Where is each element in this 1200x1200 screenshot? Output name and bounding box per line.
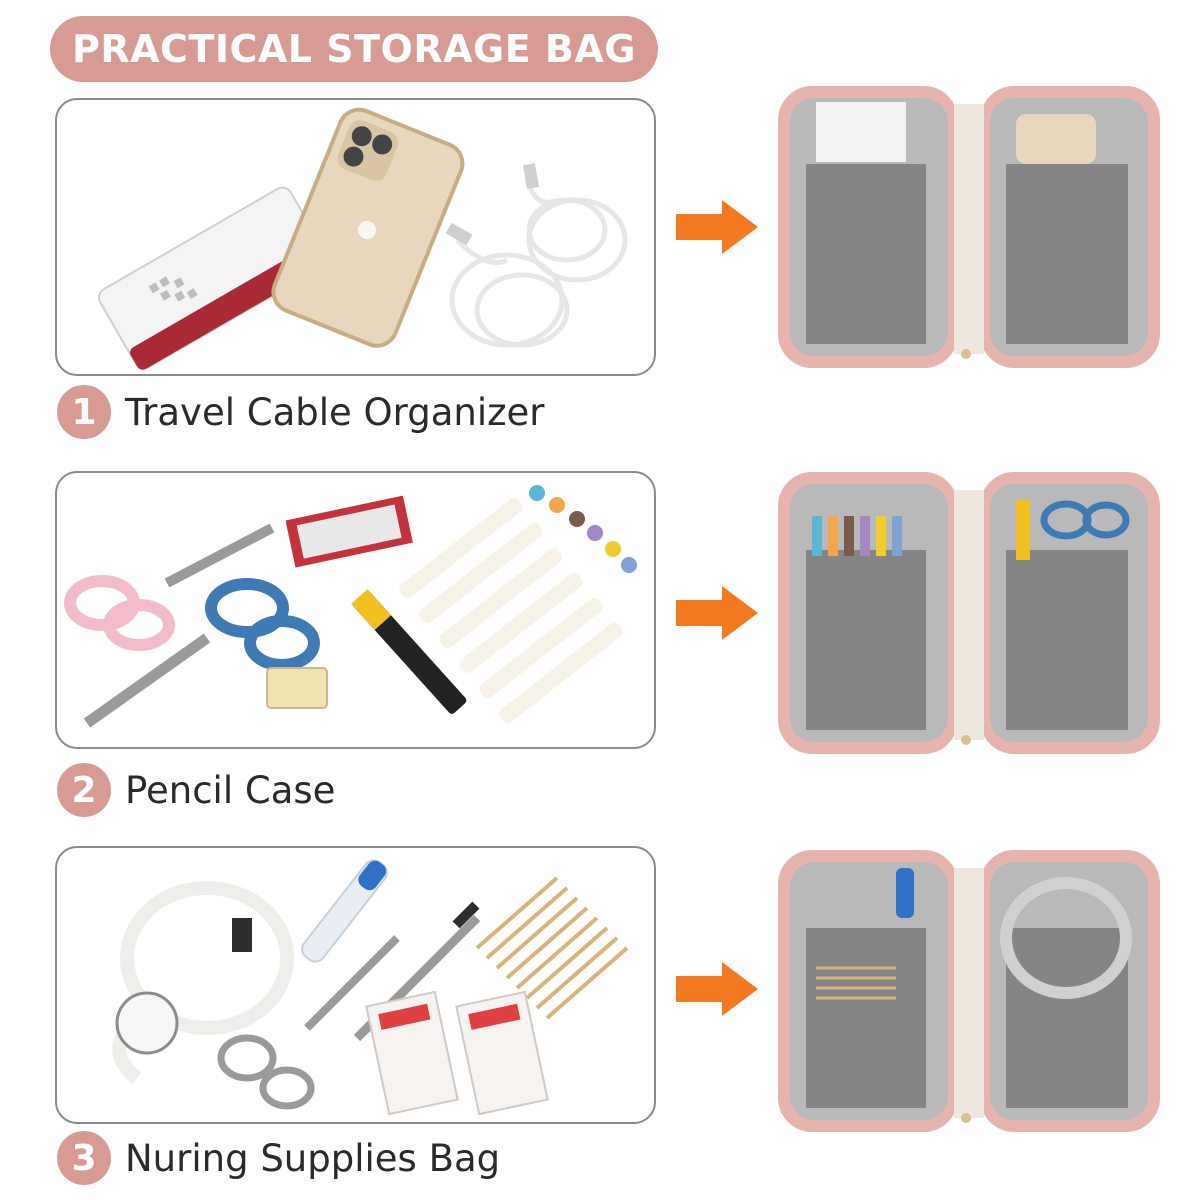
staples-box-image	[285, 495, 413, 568]
section-1-label: 1 Travel Cable Organizer	[57, 384, 545, 440]
stationery-items-illustration	[64, 485, 637, 728]
banner-title: PRACTICAL STORAGE BAG	[72, 27, 636, 71]
surgical-scissors-image	[217, 935, 400, 1110]
arrow-right-icon	[676, 200, 758, 254]
nursing-supplies-bag-image	[778, 850, 1160, 1132]
cable-image	[449, 179, 628, 348]
section-3-label: 3 Nuring Supplies Bag	[57, 1130, 500, 1186]
cable-organizer-bag-image	[778, 86, 1160, 368]
highlighters-image	[399, 485, 637, 723]
section-title: Travel Cable Organizer	[125, 390, 545, 434]
section-number-badge: 3	[57, 1131, 111, 1185]
utility-knife-image	[351, 589, 467, 714]
blue-scissors-image	[83, 578, 320, 728]
arrow-right-icon	[676, 586, 758, 640]
section-number-badge: 1	[57, 385, 111, 439]
stethoscope-chestpiece-image	[115, 991, 179, 1055]
section-number-badge: 2	[57, 763, 111, 817]
section-title: Pencil Case	[125, 768, 336, 812]
title-banner: PRACTICAL STORAGE BAG	[50, 16, 658, 82]
pencil-case-bag-image	[778, 472, 1160, 754]
arrow-right-icon	[676, 962, 758, 1016]
eraser-image	[266, 667, 328, 709]
phone-image	[271, 107, 465, 348]
section-title: Nuring Supplies Bag	[125, 1136, 501, 1180]
cable-items-panel	[55, 98, 656, 376]
cotton-swabs-image	[475, 876, 629, 1020]
thermometer-image	[301, 859, 388, 963]
nursing-items-panel	[55, 846, 656, 1124]
nursing-items-illustration	[112, 859, 629, 1116]
cable-items-illustration	[98, 107, 628, 370]
pink-scissors-image	[64, 523, 275, 651]
bandages-image	[365, 990, 549, 1116]
section-2-label: 2 Pencil Case	[57, 762, 335, 818]
stationery-items-panel	[55, 471, 656, 749]
